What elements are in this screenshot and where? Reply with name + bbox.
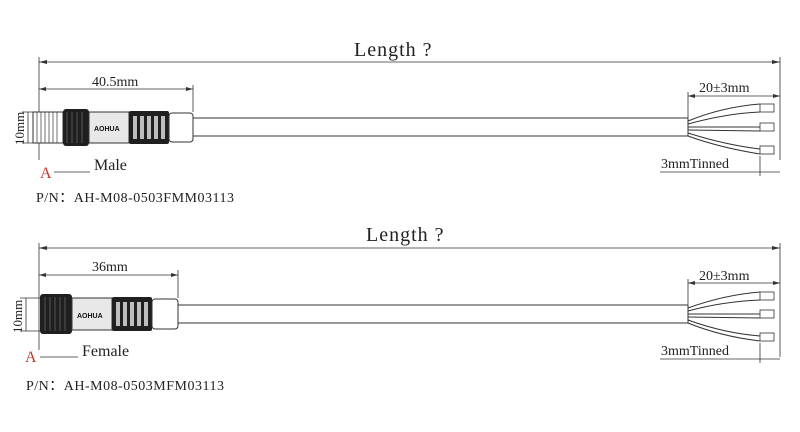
female-connector: AOHUA bbox=[40, 294, 179, 334]
gender-label: Female bbox=[82, 343, 129, 360]
end-label: A Male bbox=[40, 157, 127, 182]
tinned-label: 3mmTinned bbox=[661, 157, 729, 172]
brand-logo: AOHUA bbox=[94, 126, 120, 133]
connector-length-label: 40.5mm bbox=[92, 75, 138, 90]
diameter-label: 10mm bbox=[12, 112, 27, 145]
overall-length-dimension: Length ? bbox=[38, 224, 781, 357]
part-number: P/N：AH-M08-0503FMM03113 bbox=[36, 191, 234, 206]
end-mark: A bbox=[25, 349, 37, 366]
tinned-dimension: 3mmTinned bbox=[660, 343, 780, 363]
strip-length-dimension: 20±3mm bbox=[687, 81, 780, 118]
tinned-dimension: 3mmTinned bbox=[660, 156, 780, 176]
male-connector: AOHUA bbox=[32, 109, 194, 146]
end-label: A Female bbox=[25, 343, 129, 366]
strip-length-dimension: 20±3mm bbox=[687, 269, 780, 305]
brand-logo: AOHUA bbox=[77, 313, 103, 320]
stripped-wires bbox=[687, 291, 775, 342]
male-cable-diagram: Length ? 40.5mm 10mm bbox=[12, 39, 781, 206]
connector-length-dimension: 40.5mm bbox=[39, 75, 194, 112]
diameter-label: 10mm bbox=[10, 300, 25, 333]
connector-length-label: 36mm bbox=[92, 260, 128, 275]
connector-length-dimension: 36mm bbox=[39, 260, 179, 298]
cable bbox=[193, 117, 689, 137]
gender-label: Male bbox=[94, 157, 127, 174]
length-title: Length ? bbox=[366, 224, 445, 246]
strip-length-label: 20±3mm bbox=[699, 269, 750, 284]
end-mark: A bbox=[40, 165, 52, 182]
part-number: P/N：AH-M08-0503MFM03113 bbox=[26, 379, 224, 394]
overall-length-dimension: Length ? bbox=[38, 39, 781, 160]
diameter-dimension: 10mm bbox=[10, 297, 40, 333]
female-cable-diagram: Length ? 36mm 10mm bbox=[10, 224, 781, 394]
length-title: Length ? bbox=[354, 39, 433, 61]
tinned-label: 3mmTinned bbox=[661, 344, 729, 359]
stripped-wires bbox=[687, 103, 775, 155]
strip-length-label: 20±3mm bbox=[699, 81, 750, 96]
diameter-dimension: 10mm bbox=[12, 111, 40, 145]
cable bbox=[178, 304, 689, 324]
